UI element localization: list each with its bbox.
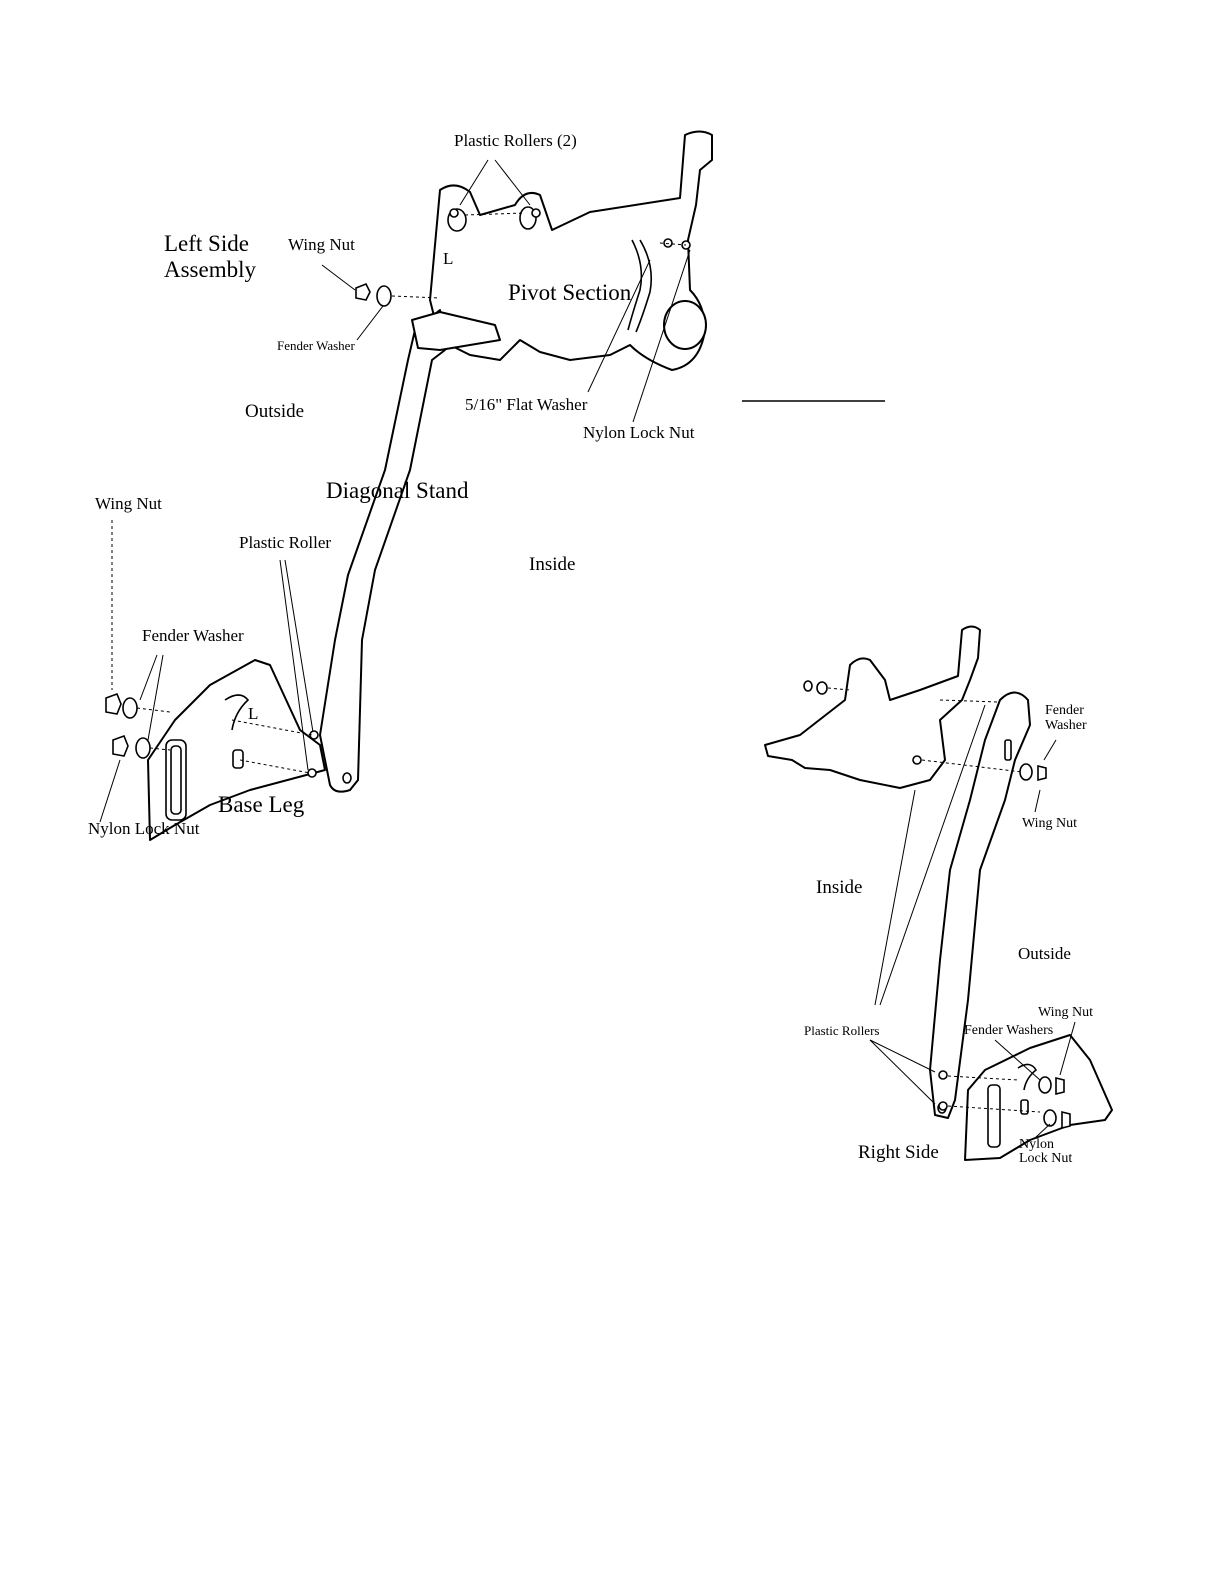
right-fender-washer-line-2: Washer xyxy=(1045,718,1087,733)
left-part-mark-top: L xyxy=(443,249,454,268)
left-diagonal-stand xyxy=(319,309,446,793)
right-diagonal-stand xyxy=(929,691,1031,1119)
pivot-section-label: Pivot Section xyxy=(508,280,632,305)
left-side-assembly-title-2: Assembly xyxy=(164,257,256,282)
left-round-knob xyxy=(663,300,707,350)
right-nylon-lock-nut-line-2: Lock Nut xyxy=(1019,1151,1073,1166)
left-plastic-rollers-label: Plastic Rollers (2) xyxy=(454,131,577,150)
diagonal-stand-label: Diagonal Stand xyxy=(326,478,469,503)
flat-washer-label: 5/16" Flat Washer xyxy=(465,395,588,414)
right-fender-washers-label: Fender Washers xyxy=(964,1023,1054,1038)
left-outside-label: Outside xyxy=(245,401,305,422)
left-wing-nut-bottom-label: Wing Nut xyxy=(95,494,162,513)
left-nylon-lock-nut-bottom-label: Nylon Lock Nut xyxy=(88,819,200,838)
right-outside-label: Outside xyxy=(1018,944,1071,963)
left-side-assembly-title-1: Left Side xyxy=(164,231,249,256)
right-side-title: Right Side xyxy=(858,1142,939,1163)
right-inside-label: Inside xyxy=(816,877,863,898)
right-nylon-lock-nut-line-1: Nylon xyxy=(1019,1137,1054,1152)
base-leg-label: Base Leg xyxy=(218,792,305,817)
right-plastic-rollers-label: Plastic Rollers xyxy=(804,1023,880,1038)
right-fender-washer-line-1: Fender xyxy=(1045,703,1084,718)
left-plastic-roller-label: Plastic Roller xyxy=(239,533,332,552)
left-fender-washer-bottom-label: Fender Washer xyxy=(142,626,244,645)
left-inside-label: Inside xyxy=(529,554,576,575)
left-wing-nut-top-label: Wing Nut xyxy=(288,235,355,254)
right-wing-nut-top-label: Wing Nut xyxy=(1022,816,1078,831)
left-fender-washer-top-label: Fender Washer xyxy=(277,338,355,353)
left-part-mark-base: L xyxy=(248,704,259,723)
right-pivot-section-plate xyxy=(764,625,981,789)
right-base-leg xyxy=(964,1034,1113,1161)
right-wing-nut-bottom-label: Wing Nut xyxy=(1038,1005,1094,1020)
left-pivot-section-plate xyxy=(429,130,713,371)
left-nylon-lock-nut-top-label: Nylon Lock Nut xyxy=(583,423,695,442)
left-pivot-hook xyxy=(411,311,501,351)
